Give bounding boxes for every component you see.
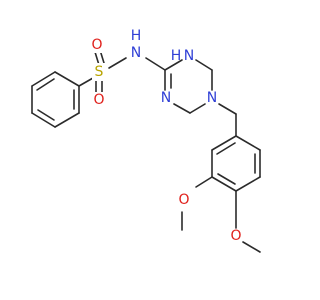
methoxy-oxygen-upper-label: O [178, 192, 189, 208]
ring-tertiary-nitrogen-label: N [207, 90, 217, 106]
bond [54, 71, 80, 87]
bond [211, 135, 237, 151]
bond [31, 71, 56, 87]
ring-nh-hydrogen-label: H [171, 48, 182, 64]
bond [235, 135, 261, 151]
bond [242, 241, 261, 253]
bond [31, 112, 56, 128]
methoxy-oxygen-lower-label: O [230, 228, 241, 244]
amide-hydrogen-label: H [131, 28, 142, 44]
ring-nh-nitrogen-label: N [184, 48, 194, 64]
bond [78, 77, 94, 87]
bond [108, 57, 127, 69]
sulfur-atom-label: S [95, 64, 104, 80]
bond [195, 176, 213, 188]
sulfonyl-oxygen-bottom-label: O [93, 92, 104, 108]
bond [54, 112, 80, 128]
bond [195, 59, 213, 71]
bond [218, 103, 237, 115]
atom-background [91, 37, 105, 53]
bond [211, 176, 237, 192]
atoms-layer: S O O N H N H N N O O [91, 28, 242, 244]
atom-background [92, 92, 106, 108]
molecule-canvas: S O O N H N H N N O O [31, 28, 261, 253]
bond [216, 142, 236, 155]
bond [94, 51, 100, 66]
bond [235, 176, 261, 192]
sulfonyl-oxygen-top-label: O [91, 37, 102, 53]
bond [217, 173, 236, 185]
bonds-layer [31, 49, 261, 253]
bond [36, 78, 55, 91]
bond [173, 103, 191, 114]
structure-diagram: S O O N H N H N N O O [31, 28, 261, 253]
atom-background [92, 63, 106, 81]
bond [164, 59, 183, 71]
amide-nitrogen-label: N [131, 45, 141, 61]
bond [145, 57, 166, 71]
bond [37, 109, 55, 121]
ring-imine-nitrogen-label: N [161, 90, 171, 106]
bond [189, 103, 206, 114]
